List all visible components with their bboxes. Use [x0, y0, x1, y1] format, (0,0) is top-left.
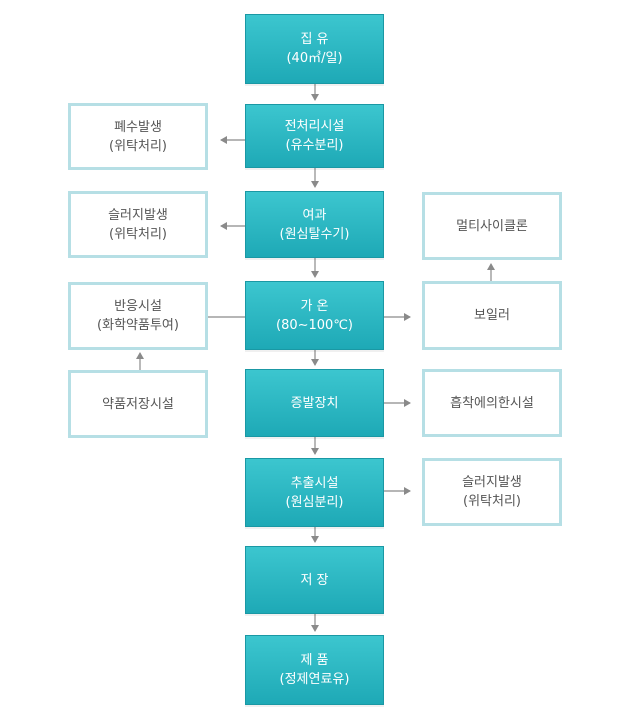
box-multicyclone: 멀티사이클론: [422, 192, 562, 260]
step-heating-sub: (80∼100℃): [276, 317, 353, 333]
step-collection-title: 집 유: [300, 32, 329, 47]
step-extraction: 추출시설 (원심분리): [245, 458, 384, 527]
step-collection: 집 유 (40㎥/일): [245, 14, 384, 84]
box-boiler-title: 보일러: [474, 308, 510, 323]
box-chemical-storage: 약품저장시설: [68, 370, 208, 438]
step-product-sub: (정제연료유): [279, 672, 350, 687]
box-sludge-left: 슬러지발생 (위탁처리): [68, 191, 208, 258]
box-reaction: 반응시설 (화학약품투여): [68, 282, 208, 350]
box-sludge-left-title: 슬러지발생: [108, 207, 168, 223]
box-boiler: 보일러: [422, 281, 562, 350]
step-pretreatment-sub: (유수분리): [285, 138, 344, 153]
step-storage: 저 장: [245, 546, 384, 614]
step-evaporator: 증발장치: [245, 369, 384, 437]
step-extraction-title: 추출시설: [290, 475, 339, 491]
box-wastewater-title: 폐수발생: [114, 119, 162, 135]
box-sludge-right: 슬러지발생 (위탁처리): [422, 458, 562, 526]
step-heating-title: 가 온: [300, 298, 329, 314]
step-pretreatment: 전처리시설 (유수분리): [245, 104, 384, 168]
box-chemical-storage-title: 약품저장시설: [102, 396, 174, 412]
box-sludge-right-sub: (위탁처리): [463, 494, 521, 509]
step-pretreatment-title: 전처리시설: [284, 119, 345, 134]
step-storage-title: 저 장: [300, 572, 329, 588]
step-extraction-sub: (원심분리): [285, 494, 344, 510]
box-sludge-left-sub: (위탁처리): [109, 226, 167, 242]
box-adsorption: 흡착에의한시설: [422, 369, 562, 437]
step-product: 제 품 (정제연료유): [245, 635, 384, 705]
step-product-title: 제 품: [300, 653, 329, 668]
box-wastewater-sub: (위탁처리): [109, 138, 167, 154]
box-multicyclone-title: 멀티사이클론: [456, 218, 528, 234]
step-heating: 가 온 (80∼100℃): [245, 281, 384, 350]
step-evaporator-title: 증발장치: [290, 395, 339, 411]
step-collection-sub: (40㎥/일): [286, 51, 343, 66]
step-filtration-title: 여과: [302, 207, 327, 223]
step-filtration-sub: (원심탈수기): [279, 226, 350, 242]
box-wastewater: 폐수발생 (위탁처리): [68, 103, 208, 170]
step-filtration: 여과 (원심탈수기): [245, 191, 384, 258]
box-sludge-right-title: 슬러지발생: [462, 475, 522, 490]
box-reaction-sub: (화학약품투여): [97, 318, 179, 333]
box-reaction-title: 반응시설: [114, 299, 162, 314]
box-adsorption-title: 흡착에의한시설: [450, 395, 534, 411]
